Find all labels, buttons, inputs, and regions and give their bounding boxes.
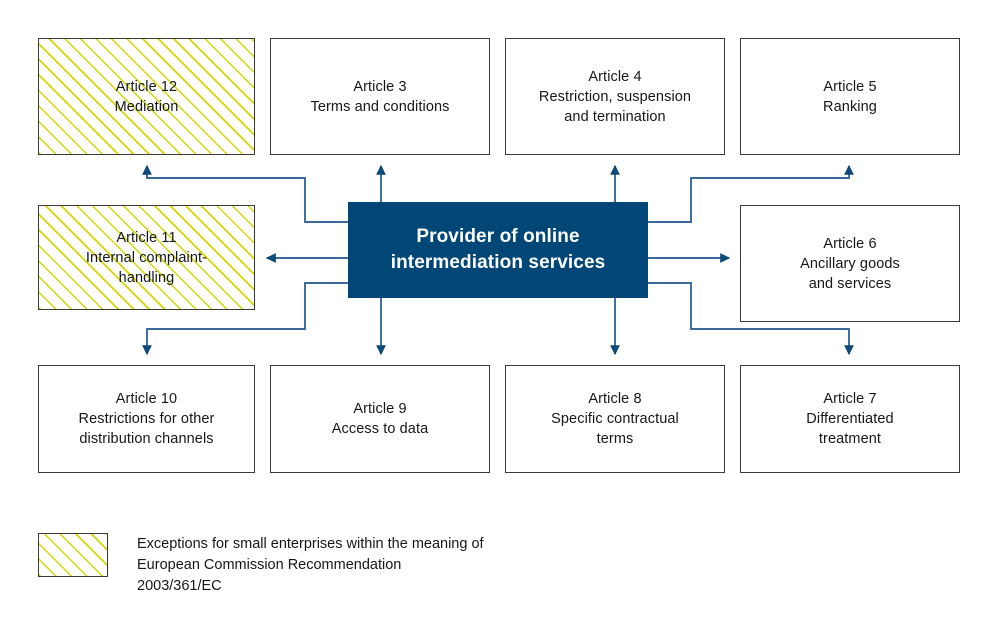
node-center-provider-label: Provider of online intermediation servic… [390,226,606,273]
node-article-4-label: Article 4 Restriction, suspension and te… [538,68,692,125]
node-article-3[interactable]: Article 3 Terms and conditions [270,38,490,155]
node-article-8[interactable]: Article 8 Specific contractual terms [505,365,725,473]
node-article-9-label: Article 9 Access to data [331,401,429,437]
node-article-7[interactable]: Article 7 Differentiated treatment [740,365,960,473]
legend-text: Exceptions for small enterprises within … [137,536,484,594]
node-article-4[interactable]: Article 4 Restriction, suspension and te… [505,38,725,155]
node-article-12-label: Article 12 Mediation [114,78,179,115]
node-article-8-label: Article 8 Specific contractual terms [551,391,679,447]
node-center-provider[interactable]: Provider of online intermediation servic… [348,202,648,298]
node-article-6[interactable]: Article 6 Ancillary goods and services [740,205,960,322]
node-article-9[interactable]: Article 9 Access to data [270,365,490,473]
node-article-5[interactable]: Article 5 Ranking [740,38,960,155]
node-article-10[interactable]: Article 10 Restrictions for other distri… [38,365,255,473]
node-article-6-label: Article 6 Ancillary goods and services [800,235,900,292]
legend-hatch-swatch [38,533,108,577]
legend: Exceptions for small enterprises within … [38,533,484,597]
node-article-11[interactable]: Article 11 Internal complaint- handling [38,205,255,310]
node-article-11-label: Article 11 Internal complaint- handling [85,229,208,286]
node-article-7-label: Article 7 Differentiated treatment [806,391,894,447]
node-article-12[interactable]: Article 12 Mediation [38,38,255,155]
node-article-5-label: Article 5 Ranking [823,78,877,115]
node-article-10-label: Article 10 Restrictions for other distri… [78,391,215,447]
node-article-3-label: Article 3 Terms and conditions [310,78,450,115]
